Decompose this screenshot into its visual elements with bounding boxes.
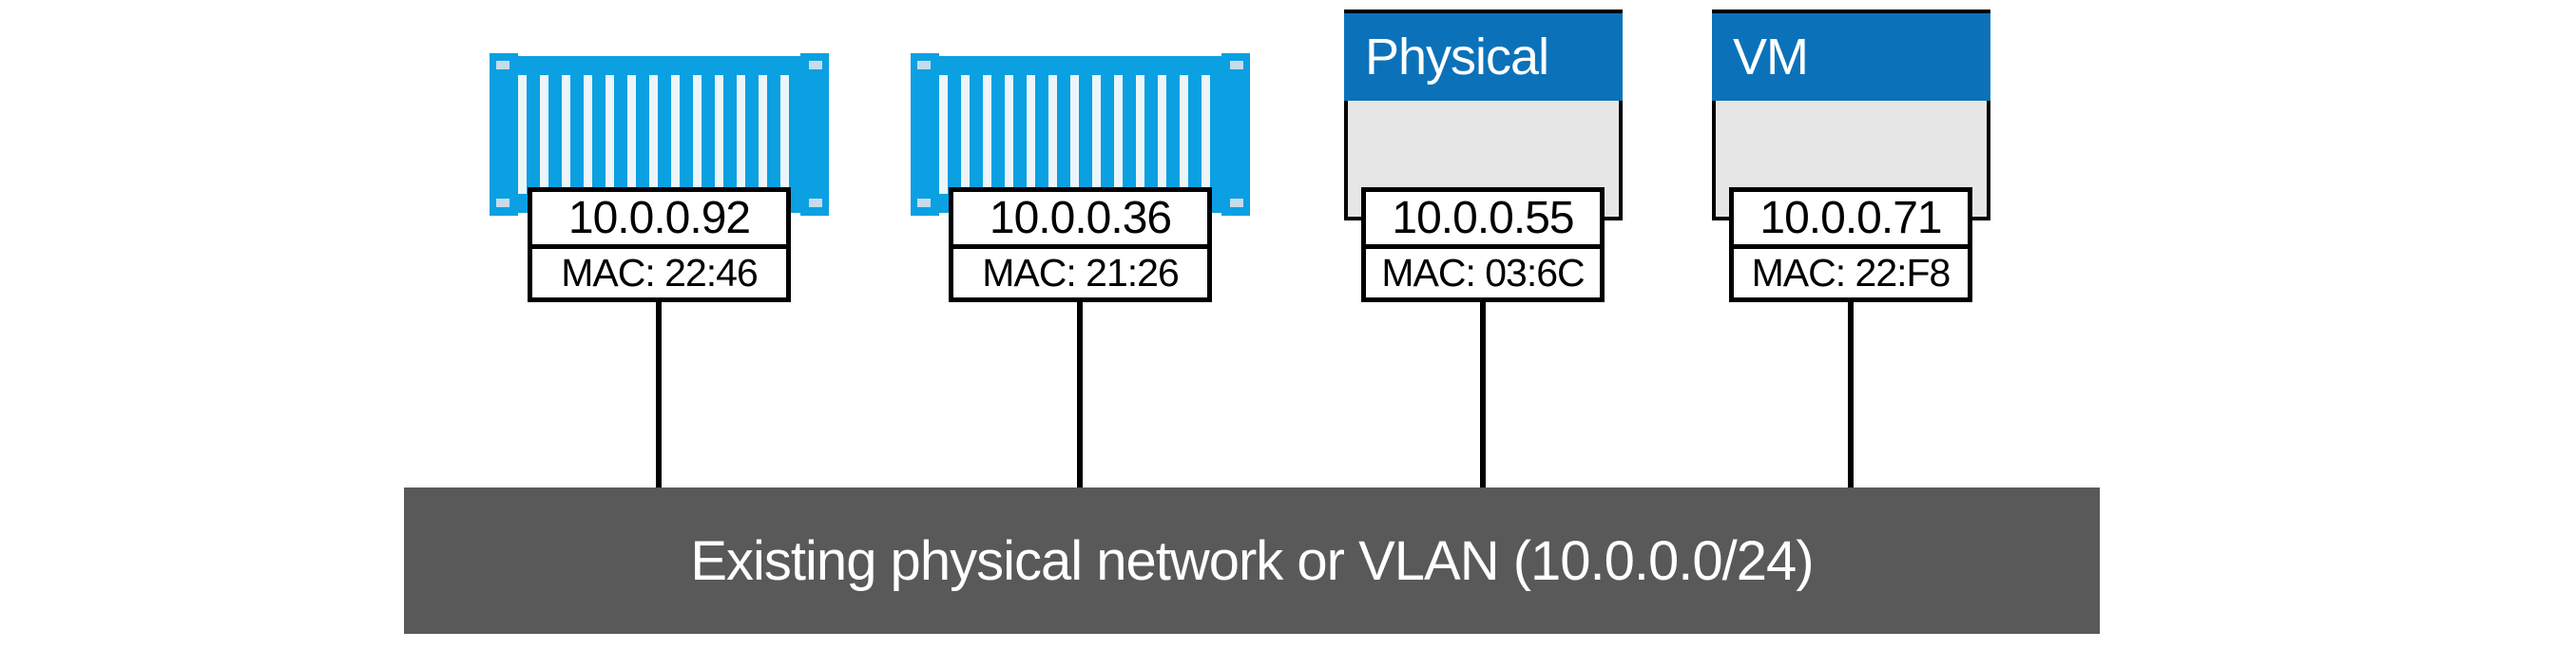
ip-label: 10.0.0.92 xyxy=(532,192,786,249)
host-title-bar: Physical xyxy=(1344,13,1623,101)
address-label-group: 10.0.0.36 MAC: 21:26 xyxy=(949,187,1212,302)
container-icon xyxy=(911,53,1250,216)
container-corner-casting xyxy=(496,199,509,207)
mac-label: MAC: 22:F8 xyxy=(1751,251,1951,295)
container-corner-post-left xyxy=(490,53,518,216)
container-corrugation-stripes xyxy=(518,74,800,195)
container-corner-casting xyxy=(1230,61,1243,69)
connector-line xyxy=(656,301,662,488)
address-label-group: 10.0.0.71 MAC: 22:F8 xyxy=(1729,187,1972,302)
container-corner-post-right xyxy=(800,53,829,216)
host-title: VM xyxy=(1733,29,1809,86)
ip-label: 10.0.0.71 xyxy=(1734,192,1968,249)
ip-label: 10.0.0.36 xyxy=(953,192,1207,249)
container-corner-casting xyxy=(1230,199,1243,207)
container-corner-casting xyxy=(917,199,931,207)
connector-line xyxy=(1848,301,1854,488)
connector-line xyxy=(1077,301,1083,488)
container-corner-casting xyxy=(809,61,822,69)
host-title: Physical xyxy=(1365,29,1549,86)
mac-label: MAC: 03:6C xyxy=(1381,251,1585,295)
address-label-group: 10.0.0.55 MAC: 03:6C xyxy=(1361,187,1605,302)
ip-label: 10.0.0.55 xyxy=(1366,192,1600,249)
network-bar: Existing physical network or VLAN (10.0.… xyxy=(404,488,2100,634)
container-corner-post-left xyxy=(911,53,939,216)
connector-line xyxy=(1480,301,1486,488)
container-top-rail xyxy=(915,56,1245,75)
container-corner-casting xyxy=(496,61,509,69)
container-corrugation-stripes xyxy=(939,74,1221,195)
container-top-rail xyxy=(494,56,824,75)
mac-label: MAC: 22:46 xyxy=(561,251,759,295)
container-corner-casting xyxy=(809,199,822,207)
container-corner-post-right xyxy=(1221,53,1250,216)
address-label-group: 10.0.0.92 MAC: 22:46 xyxy=(528,187,791,302)
host-title-bar: VM xyxy=(1712,13,1990,101)
mac-label: MAC: 21:26 xyxy=(982,251,1180,295)
network-bar-label: Existing physical network or VLAN (10.0.… xyxy=(690,529,1814,592)
container-corner-casting xyxy=(917,61,931,69)
